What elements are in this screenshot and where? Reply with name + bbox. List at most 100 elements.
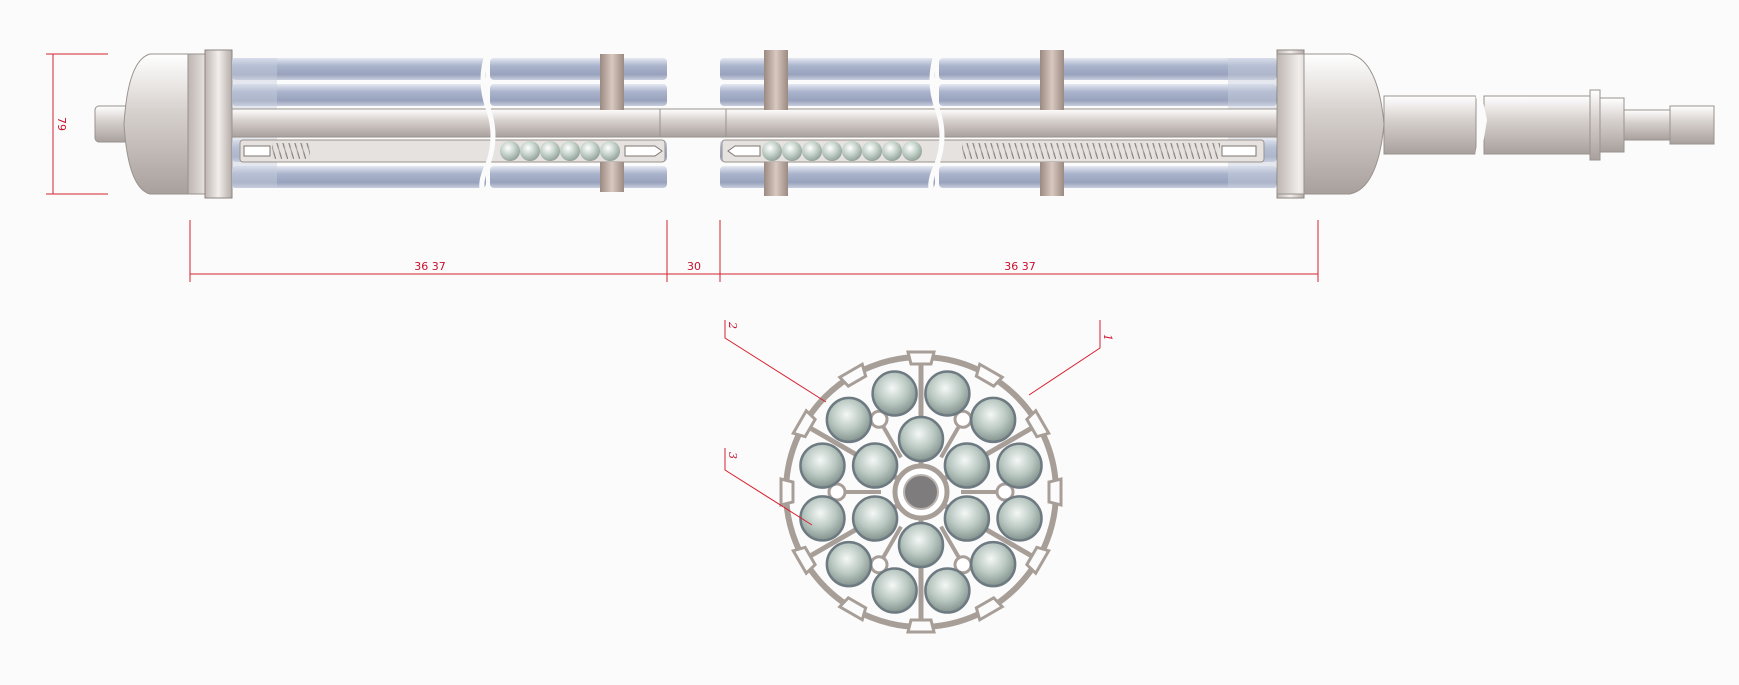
spacer-grid (764, 50, 788, 110)
end-plug (243, 145, 271, 157)
fuel-pellet (600, 141, 620, 161)
cross-section-view (779, 350, 1063, 634)
fuel-cell (799, 442, 846, 489)
fuel-pellet (560, 141, 580, 161)
fuel-pellet (902, 141, 922, 161)
break-line (928, 51, 945, 198)
fuel-rod (939, 84, 1277, 106)
spacer-web (880, 525, 903, 561)
fuel-cell (943, 495, 991, 542)
callout-leader-3 (724, 448, 813, 526)
shroud-tab (1047, 477, 1063, 507)
spacer-grids (600, 50, 1064, 196)
spacer-grid (600, 162, 624, 192)
fuel-rod (232, 84, 486, 106)
shroud-tab (906, 350, 936, 366)
fuel-cell (799, 495, 846, 542)
stem-collar (1589, 89, 1601, 161)
break-line (1475, 91, 1488, 157)
fuel-pellet (782, 141, 802, 161)
shroud-tab (837, 595, 868, 623)
fuel-rod (490, 166, 667, 188)
fuel-cell (871, 370, 918, 417)
bottom-end-cap (94, 49, 233, 199)
stem-tip (1669, 105, 1715, 145)
callout-number-1: 1 (1101, 334, 1114, 341)
spacer-grid (1040, 50, 1064, 110)
callout-leader-2 (724, 320, 827, 403)
guide-hole (995, 482, 1015, 502)
fuel-pellets (762, 141, 922, 161)
handling-stem (1383, 89, 1715, 161)
spring (962, 143, 1220, 159)
fuel-pellet (500, 141, 520, 161)
dim-height-label: 79 (55, 117, 68, 131)
break-line (479, 51, 496, 198)
callout-leader-1 (1028, 320, 1101, 396)
central-tube (231, 108, 1278, 138)
fuel-pellet (842, 141, 862, 161)
longitudinal-view (94, 49, 1715, 200)
end-dome (1303, 53, 1385, 195)
dimension-lines (46, 53, 1319, 282)
fuel-pellet (862, 141, 882, 161)
fuel-cell (969, 540, 1017, 588)
fuel-rod (490, 84, 667, 106)
guide-hole (827, 482, 847, 502)
cutaway-rod-right (721, 139, 1265, 163)
fuel-pellet (540, 141, 560, 161)
fuel-cell (825, 396, 873, 444)
central-tube-gap (659, 108, 727, 138)
end-plate-inner (204, 49, 233, 199)
stem-section (1383, 95, 1477, 155)
fuel-rod (232, 166, 486, 188)
fuel-pellet (822, 141, 842, 161)
spacer-grid (764, 162, 788, 196)
callout-number-2: 2 (726, 321, 739, 329)
callout-number-3: 3 (726, 452, 739, 459)
spacer-web (880, 423, 903, 459)
fuel-rod (232, 58, 486, 80)
stem-section (1623, 109, 1671, 141)
fuel-rod (490, 58, 667, 80)
shroud-tab (974, 595, 1005, 623)
spacer-grid (600, 54, 624, 110)
shroud-tab (1024, 408, 1052, 439)
callouts (724, 320, 1101, 526)
fuel-pellet (520, 141, 540, 161)
center-tube-bore (903, 474, 939, 510)
top-end-cap (1276, 49, 1385, 199)
fuel-rod (720, 58, 935, 80)
cladding (239, 139, 666, 163)
shroud-tab (790, 408, 818, 439)
fuel-cell (871, 567, 918, 614)
spacer-grid (1040, 162, 1064, 196)
fuel-pellets (500, 141, 620, 161)
dim-length-1-label: 36 37 (414, 260, 446, 273)
fuel-cell (851, 442, 899, 489)
cross-section-elements (779, 350, 1063, 634)
break-marks (479, 51, 945, 198)
fuel-cell (924, 370, 971, 417)
fuel-rod (720, 84, 935, 106)
shroud-tab (974, 361, 1005, 389)
shroud-tab (906, 618, 936, 634)
shroud-tab (837, 361, 868, 389)
fuel-rod (939, 58, 1277, 80)
end-plug (1221, 145, 1257, 157)
spring (272, 143, 310, 159)
end-plug (727, 145, 761, 157)
fuel-cell (996, 495, 1043, 542)
fuel-cell (996, 442, 1043, 489)
fuel-cell (969, 396, 1017, 444)
fuel-pellet (762, 141, 782, 161)
fuel-cell (924, 567, 971, 614)
end-dome (123, 53, 206, 195)
fuel-pellet (802, 141, 822, 161)
stem-section (1483, 95, 1591, 155)
shroud-tab (790, 545, 818, 576)
spacer-web (939, 525, 962, 561)
fuel-rod (939, 166, 1277, 188)
fuel-pellet (580, 141, 600, 161)
fuel-pellet (882, 141, 902, 161)
